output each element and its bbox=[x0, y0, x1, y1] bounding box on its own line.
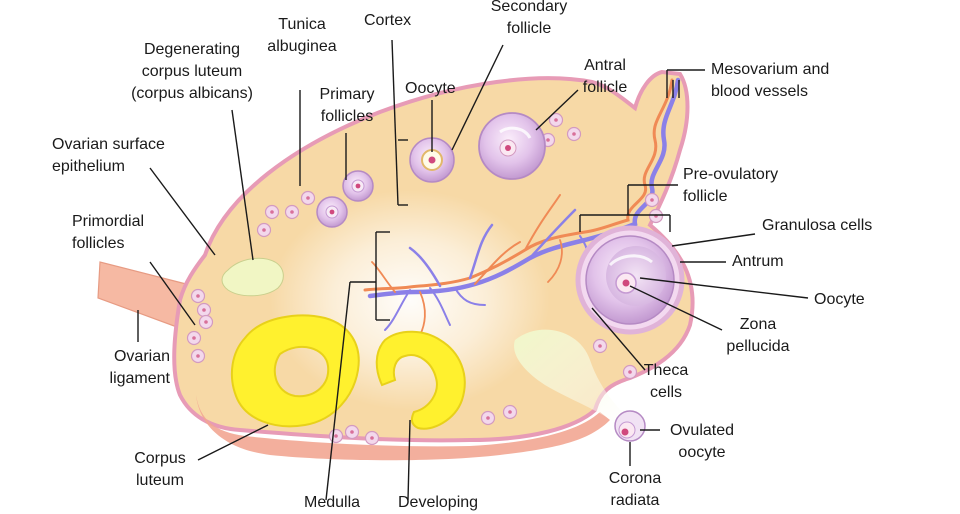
developing-corpus-luteum-shape bbox=[375, 330, 466, 430]
label-corpus-luteum: Corpus luteum bbox=[134, 450, 186, 489]
label-antral-follicle: Antral follicle bbox=[582, 57, 628, 96]
label-mesovarium: Mesovarium and blood vessels bbox=[711, 61, 830, 100]
label-degenerating-corpus-luteum: Degenerating corpus luteum (corpus albic… bbox=[131, 41, 253, 102]
label-granulosa-cells: Granulosa cells bbox=[762, 217, 873, 234]
label-primordial-follicles: Primordial follicles bbox=[72, 213, 145, 252]
corpus-albicans-shape bbox=[221, 257, 284, 297]
label-oocyte-right: Oocyte bbox=[814, 291, 865, 308]
label-theca-cells: Theca cells bbox=[643, 362, 689, 401]
label-oocyte-top: Oocyte bbox=[405, 80, 456, 97]
label-ovarian-surface-epithelium: Ovarian surface epithelium bbox=[52, 136, 165, 175]
label-tunica-albuginea: Tunica albuginea bbox=[267, 16, 337, 55]
ovulation-trail bbox=[514, 329, 630, 428]
label-ovulated-oocyte: Ovulated oocyte bbox=[669, 422, 735, 461]
follicles bbox=[186, 112, 685, 446]
label-developing: Developing bbox=[398, 494, 479, 511]
label-cortex: Cortex bbox=[364, 12, 412, 29]
oocyte bbox=[428, 156, 436, 164]
label-ovarian-ligament: Ovarian ligament bbox=[109, 348, 170, 387]
label-secondary-follicle: Secondary follicle bbox=[490, 0, 568, 37]
leader-lines bbox=[137, 39, 809, 501]
label-primary-follicles: Primary follicles bbox=[319, 86, 375, 125]
blood-vessels bbox=[363, 77, 681, 336]
label-corona-radiata: Corona radiata bbox=[608, 470, 662, 509]
label-pre-ovulatory-follicle: Pre-ovulatory follicle bbox=[683, 166, 779, 205]
label-medulla: Medulla bbox=[304, 494, 361, 511]
oocyte bbox=[622, 279, 630, 287]
label-zona-pellucida: Zona pellucida bbox=[726, 316, 790, 355]
corpus-luteum-shape bbox=[230, 314, 360, 428]
label-antrum: Antrum bbox=[732, 253, 784, 270]
